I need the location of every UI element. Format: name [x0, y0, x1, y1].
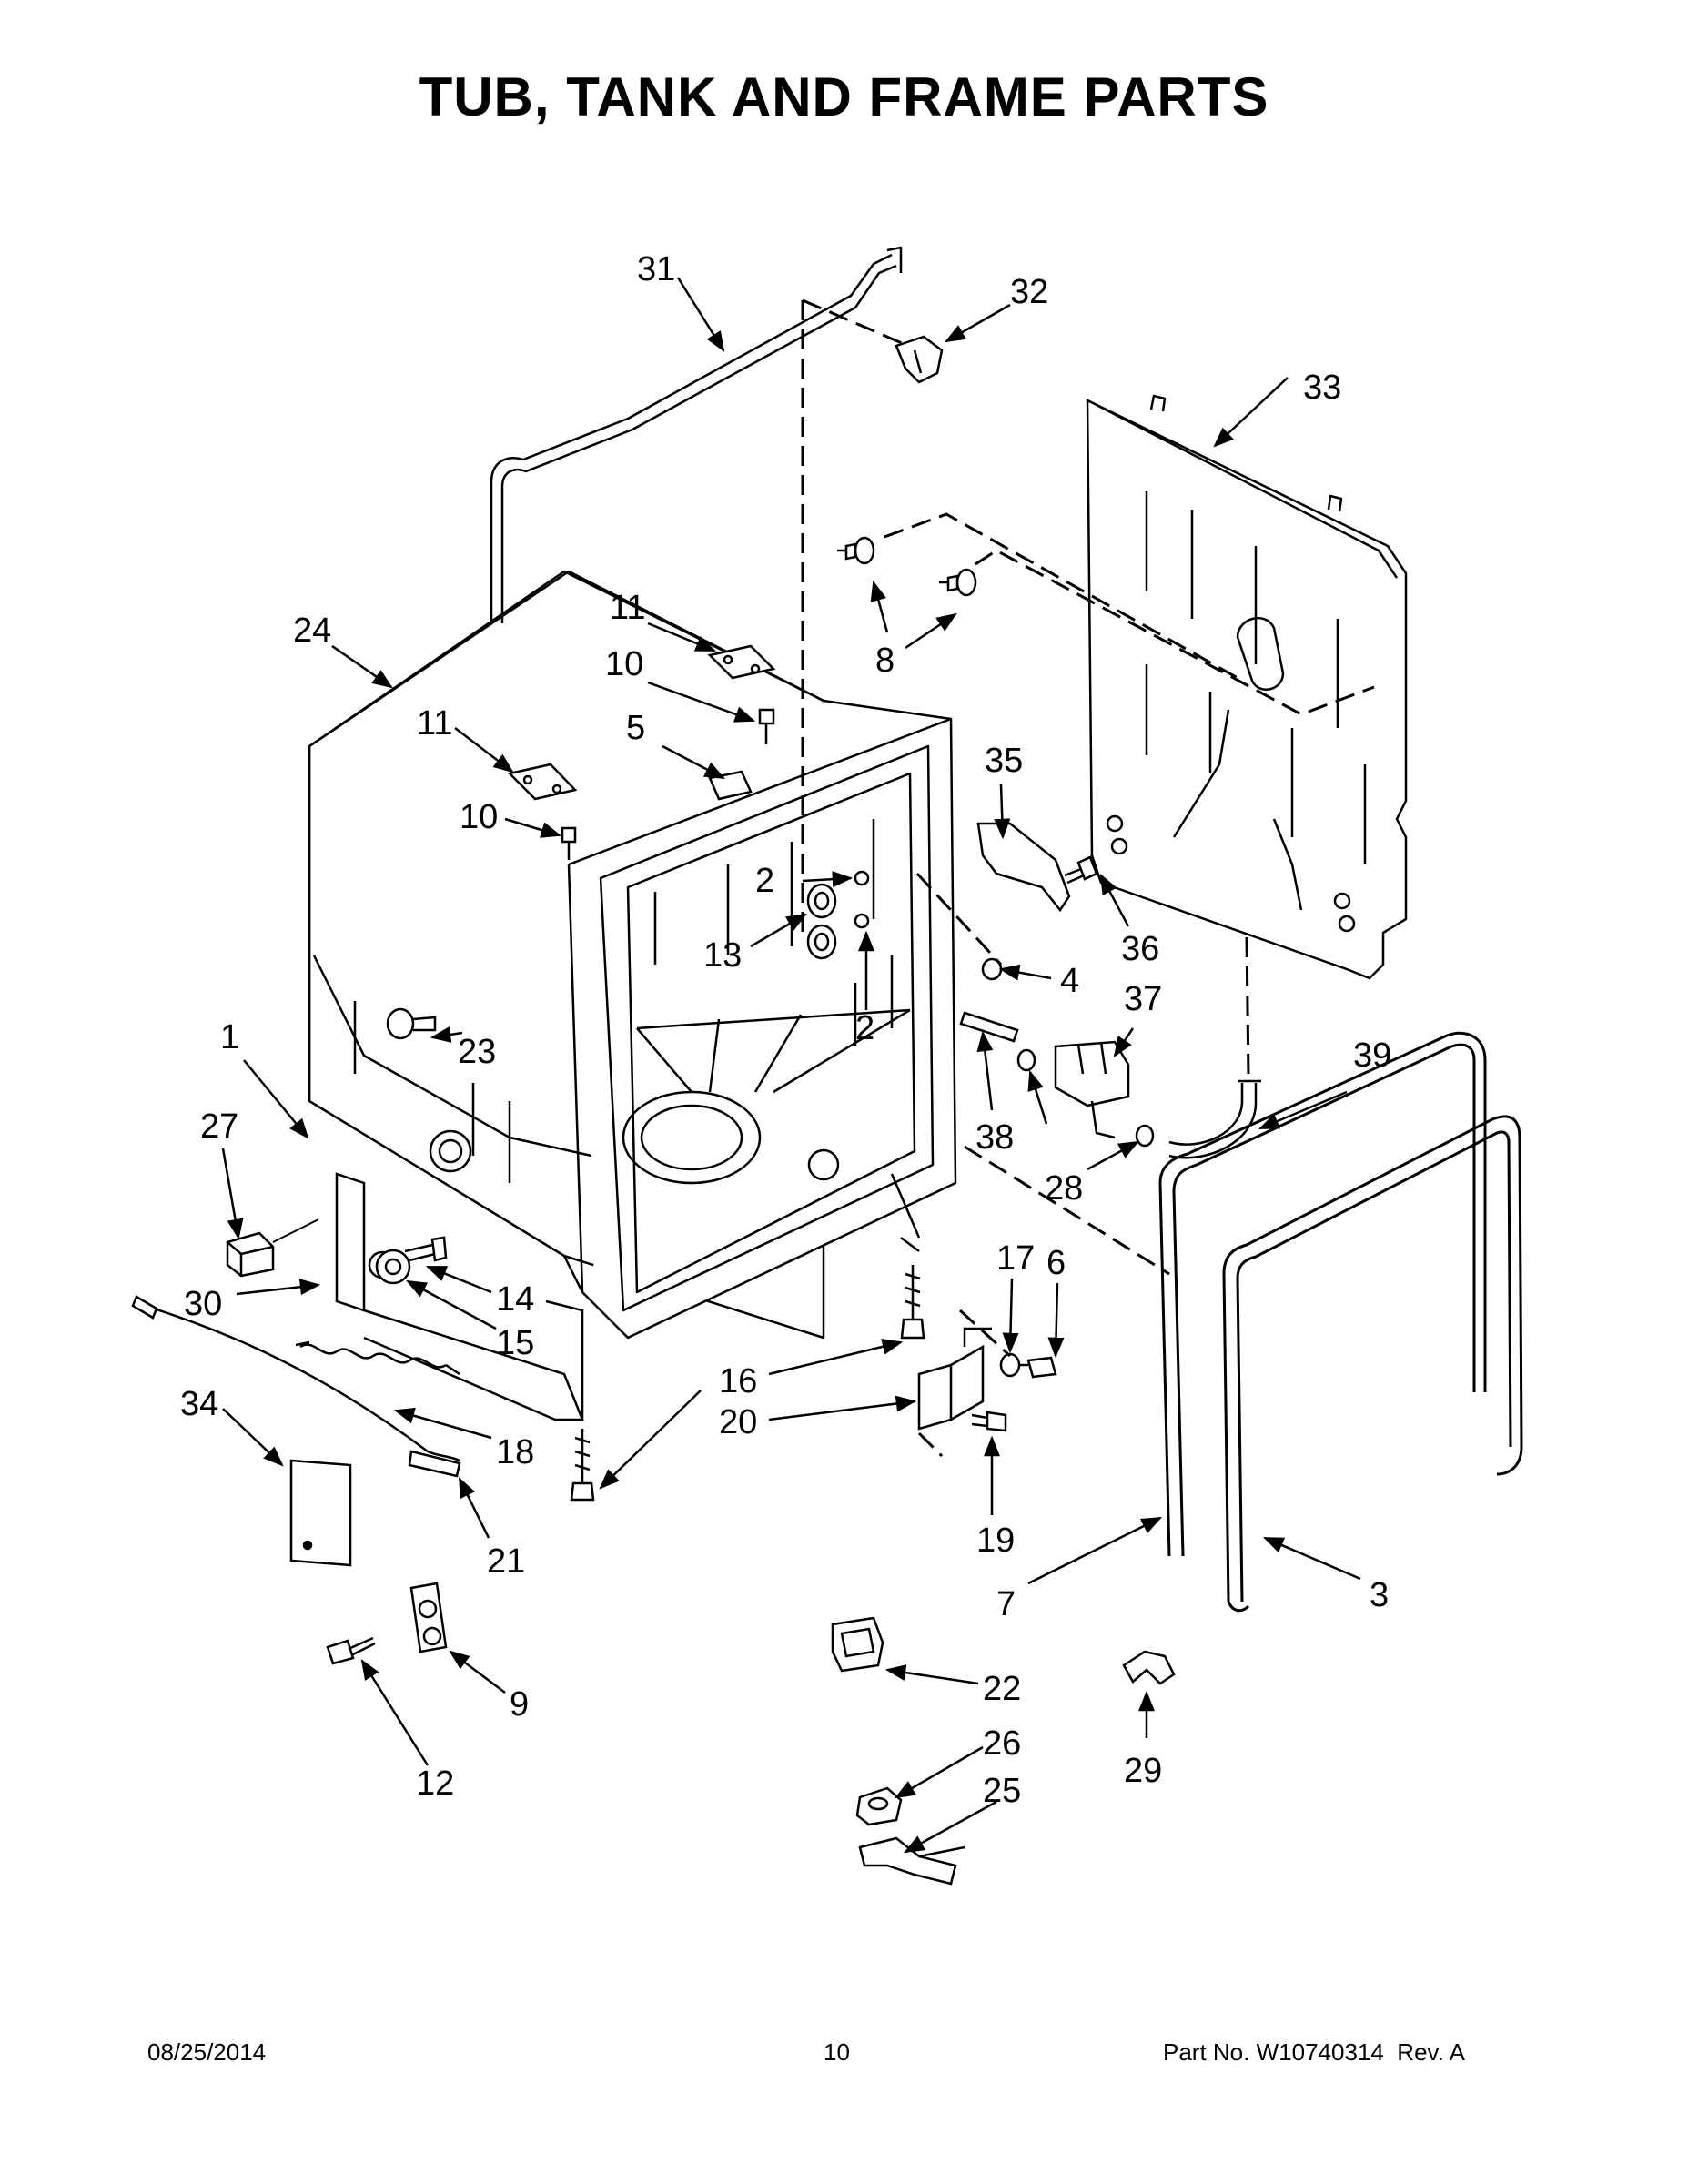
callout-8: 8 [875, 642, 895, 680]
door-seal-7 [1158, 1031, 1487, 1557]
hose-39 [1168, 1079, 1261, 1159]
footer-date: 08/25/2014 [147, 2038, 267, 2066]
callout-14: 14 [496, 1280, 534, 1319]
thermistor [408, 1450, 461, 1478]
callout-29: 29 [1124, 1752, 1162, 1790]
callout-24: 24 [293, 612, 331, 650]
callout-9: 9 [510, 1685, 529, 1724]
rear-panel-33 [1086, 394, 1408, 980]
callout-21: 21 [487, 1542, 525, 1581]
callout-20: 20 [719, 1403, 757, 1441]
callout-31: 31 [637, 250, 675, 288]
clip-29 [1122, 1650, 1176, 1685]
tub-assembly [308, 570, 957, 1340]
bracket-20 [917, 1327, 992, 1431]
callout-13: 13 [703, 936, 742, 975]
footer-page-number: 10 [824, 2038, 850, 2066]
leveling-leg-front [570, 1429, 595, 1502]
leveling-leg-rear [900, 1265, 925, 1340]
top-rail-31 [490, 246, 903, 623]
clamp-28-left [1016, 1048, 1036, 1072]
callout-28: 28 [1045, 1169, 1083, 1208]
frame-rail-left [335, 1172, 584, 1421]
callout-34: 34 [180, 1385, 218, 1423]
callout-25: 25 [983, 1772, 1021, 1810]
reference-lines [801, 298, 1375, 1458]
water-valve-37 [1054, 1040, 1130, 1139]
clip-32 [895, 335, 944, 384]
callout-30: 30 [184, 1285, 222, 1323]
callout-3: 3 [1370, 1576, 1389, 1614]
callout-11: 11 [417, 704, 452, 743]
callout-36: 36 [1121, 930, 1159, 968]
screw-19 [971, 1410, 1007, 1432]
part-number: W10740314 [1256, 2038, 1384, 2066]
callout-12: 12 [416, 1764, 454, 1803]
callout-26: 26 [983, 1724, 1021, 1763]
bracket-25 [858, 1836, 965, 1886]
callout-labels: 1 2 2 3 4 5 6 7 8 9 10 10 11 11 12 13 14… [180, 250, 1391, 1810]
callout-5: 5 [626, 709, 645, 747]
fastener-8-lower [939, 568, 977, 597]
callout-33: 33 [1303, 369, 1341, 407]
screw-6 [1019, 1356, 1057, 1379]
callout-2: 2 [755, 862, 774, 900]
callout-32: 32 [1010, 273, 1048, 311]
callout-38: 38 [975, 1118, 1014, 1157]
clip-27 [226, 1218, 319, 1278]
callout-1: 1 [220, 1018, 239, 1057]
door-spring [295, 1340, 460, 1376]
callout-15: 15 [496, 1324, 534, 1362]
part-label: Part No. [1163, 2038, 1250, 2066]
callout-23: 23 [458, 1033, 496, 1071]
footer-part-number: Part No. W10740314 Rev. A [1163, 2038, 1465, 2067]
fastener-8-upper [837, 536, 875, 565]
tub-gasket-3 [1222, 1115, 1523, 1613]
bracket-11-front [507, 763, 578, 801]
screw-10-front [561, 826, 577, 860]
callout-16: 16 [719, 1362, 757, 1400]
clip-22 [831, 1616, 884, 1673]
bolt-12 [326, 1636, 376, 1665]
clamp-28-right [1135, 1124, 1155, 1148]
washer-15 [375, 1249, 411, 1285]
insulation-panel [289, 1459, 352, 1567]
screw-36 [1064, 855, 1098, 885]
page-title: TUB, TANK AND FRAME PARTS [419, 66, 1269, 127]
callout-39: 39 [1353, 1036, 1391, 1075]
callout-11: 11 [610, 589, 645, 627]
callout-7: 7 [996, 1585, 1016, 1623]
plug-23 [386, 1007, 437, 1040]
washer-17 [999, 1352, 1021, 1378]
callout-17: 17 [996, 1239, 1035, 1278]
callout-6: 6 [1046, 1244, 1066, 1282]
callout-22: 22 [983, 1670, 1021, 1708]
roller-13-upper [806, 870, 870, 919]
callout-37: 37 [1124, 980, 1162, 1018]
callout-18: 18 [496, 1433, 534, 1471]
roller-13-lower [806, 913, 870, 960]
power-cord [131, 1295, 460, 1462]
rev-value: A [1449, 2038, 1465, 2066]
callout-19: 19 [976, 1522, 1015, 1560]
bracket-35 [976, 822, 1071, 913]
switch-26 [855, 1786, 903, 1826]
callout-4: 4 [1060, 962, 1079, 1000]
rev-label: Rev. [1397, 2038, 1444, 2066]
leader-arrows [221, 277, 1361, 1854]
screw-10-rear [758, 708, 775, 744]
bracket-11-rear [707, 644, 776, 680]
tube-38 [959, 1011, 1019, 1043]
callout-35: 35 [985, 742, 1023, 780]
screw-14 [404, 1236, 448, 1262]
callout-27: 27 [200, 1107, 238, 1146]
callout-2: 2 [855, 1009, 874, 1047]
callout-10: 10 [605, 645, 643, 683]
callout-10: 10 [460, 798, 498, 836]
bumper-9 [409, 1582, 448, 1653]
